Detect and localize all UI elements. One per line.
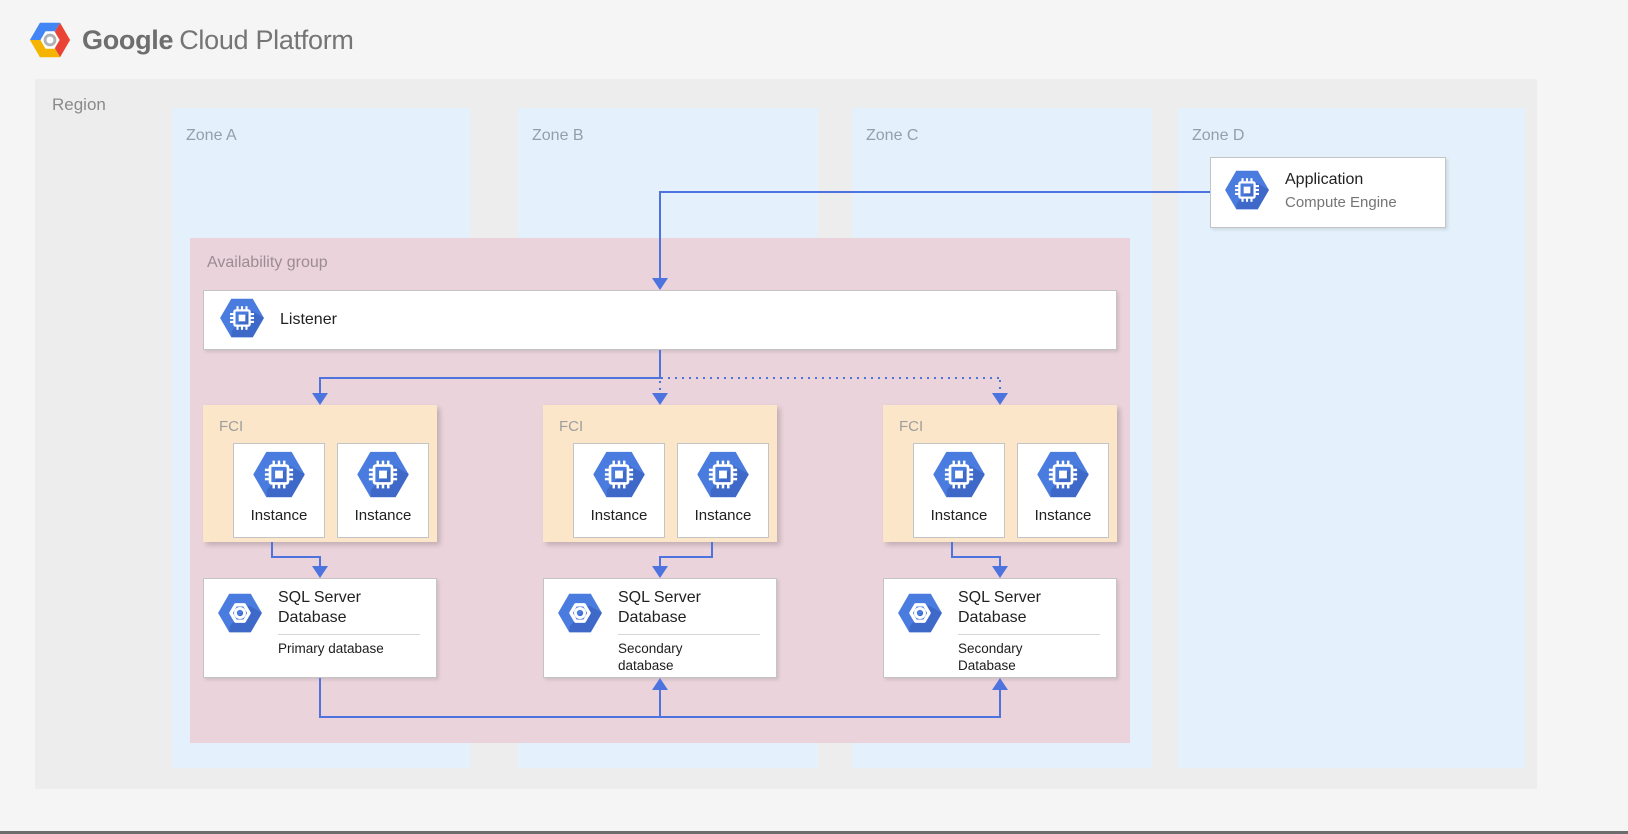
application-title: Application [1285, 171, 1364, 188]
connector-up-db3 [999, 690, 1001, 718]
arrowhead-into-fci2 [652, 393, 668, 405]
availability-group-label: Availability group [207, 254, 328, 271]
arrowhead-into-db1 [312, 566, 328, 578]
fci-group-3: FCI Instance Instance [883, 405, 1117, 542]
db-title-line: Database [958, 609, 1027, 626]
divider [958, 634, 1100, 635]
sql-database-secondary-box-1: SQL Server Database Secondary database [543, 578, 777, 678]
db-subtitle-line: Database [958, 658, 1016, 673]
connector-fci2-db2-v1 [711, 542, 713, 558]
fci-3-instance-1: Instance [913, 443, 1005, 538]
instance-label: Instance [354, 507, 412, 524]
connector-fci2-db2-h [659, 556, 713, 558]
db-title-line: Database [618, 609, 687, 626]
db-3-title: SQL Server Database [958, 588, 1041, 628]
application-box: Application Compute Engine [1210, 157, 1446, 228]
zone-b-label: Zone B [532, 127, 584, 144]
brand-word-google: Google [82, 24, 174, 55]
connector-app-to-listener-h [659, 191, 1210, 193]
db-1-subtitle: Primary database [278, 640, 384, 657]
fci-2-instance-1: Instance [573, 443, 665, 538]
connector-to-fci1-v [319, 377, 321, 394]
connector-app-to-listener-v [659, 191, 661, 278]
db-2-subtitle: Secondary database [618, 640, 683, 674]
brand-word-cloud-platform: Cloud Platform [179, 24, 354, 55]
db-title-line: Database [278, 609, 347, 626]
fci-3-label: FCI [899, 418, 924, 435]
compute-engine-icon [696, 451, 750, 498]
db-subtitle-line: Primary database [278, 641, 384, 656]
fci-group-2: FCI Instance Instance [543, 405, 777, 542]
compute-engine-icon [219, 298, 265, 338]
db-title-line: SQL Server [278, 589, 361, 606]
db-subtitle-line: Secondary [618, 641, 683, 656]
fci-1-label: FCI [219, 418, 244, 435]
arrowhead-into-fci3 [992, 393, 1008, 405]
connector-fci2-db2-v2 [659, 556, 661, 568]
listener-box: Listener [203, 290, 1117, 350]
compute-engine-icon [356, 451, 410, 498]
compute-engine-icon [932, 451, 986, 498]
connector-db1-down [319, 678, 321, 718]
window-bottom-edge [0, 831, 1628, 834]
sql-database-secondary-box-2: SQL Server Database Secondary Database [883, 578, 1117, 678]
compute-engine-icon [1036, 451, 1090, 498]
region-label: Region [52, 95, 106, 114]
fci-1-instance-2: Instance [337, 443, 429, 538]
arrowhead-into-listener [652, 278, 668, 290]
fci-2-instance-2: Instance [677, 443, 769, 538]
connector-listener-down [659, 350, 661, 378]
compute-engine-icon [252, 451, 306, 498]
db-title-line: SQL Server [958, 589, 1041, 606]
divider [278, 634, 420, 635]
divider [618, 634, 760, 635]
connector-fci3-db3-h [951, 556, 1001, 558]
connector-to-fci3-dotted-v [999, 380, 1001, 393]
db-subtitle-line: Secondary [958, 641, 1023, 656]
connector-fci1-db1-v2 [319, 556, 321, 568]
fci-1-instance-1: Instance [233, 443, 325, 538]
db-subtitle-line: database [618, 658, 674, 673]
arrowhead-into-db2-bottom [652, 678, 668, 690]
instance-label: Instance [590, 507, 648, 524]
gcp-hexagon-mark-icon [217, 593, 263, 633]
arrowhead-into-db2 [652, 566, 668, 578]
connector-up-db2 [659, 690, 661, 718]
arrowhead-into-db3 [992, 566, 1008, 578]
instance-label: Instance [694, 507, 752, 524]
sql-database-primary-box: SQL Server Database Primary database [203, 578, 437, 678]
arrowhead-into-fci1 [312, 393, 328, 405]
db-2-title: SQL Server Database [618, 588, 701, 628]
zone-c-label: Zone C [866, 127, 919, 144]
connector-fci3-db3-v2 [999, 556, 1001, 568]
zone-a-label: Zone A [186, 127, 237, 144]
application-subtitle: Compute Engine [1285, 194, 1397, 211]
gcp-logo-icon [28, 20, 72, 60]
compute-engine-icon [1224, 170, 1270, 210]
db-3-subtitle: Secondary Database [958, 640, 1023, 674]
instance-label: Instance [1034, 507, 1092, 524]
zone-d-label: Zone D [1192, 127, 1245, 144]
connector-to-fci2-dotted-v [659, 381, 661, 393]
connector-to-fci1-h [319, 377, 661, 379]
gcp-hexagon-mark-icon [557, 593, 603, 633]
instance-label: Instance [930, 507, 988, 524]
fci-2-label: FCI [559, 418, 584, 435]
compute-engine-icon [592, 451, 646, 498]
instance-label: Instance [250, 507, 308, 524]
db-title-line: SQL Server [618, 589, 701, 606]
connector-to-fci3-dotted-h [661, 377, 1001, 379]
listener-label: Listener [280, 311, 337, 328]
connector-fci1-db1-h [271, 556, 321, 558]
connector-fci1-db1-v1 [271, 542, 273, 558]
fci-group-1: FCI Instance Instance [203, 405, 437, 542]
connector-fci3-db3-v1 [951, 542, 953, 558]
db-1-title: SQL Server Database [278, 588, 361, 628]
gcp-hexagon-mark-icon [897, 593, 943, 633]
arrowhead-into-db3-bottom [992, 678, 1008, 690]
fci-3-instance-2: Instance [1017, 443, 1109, 538]
